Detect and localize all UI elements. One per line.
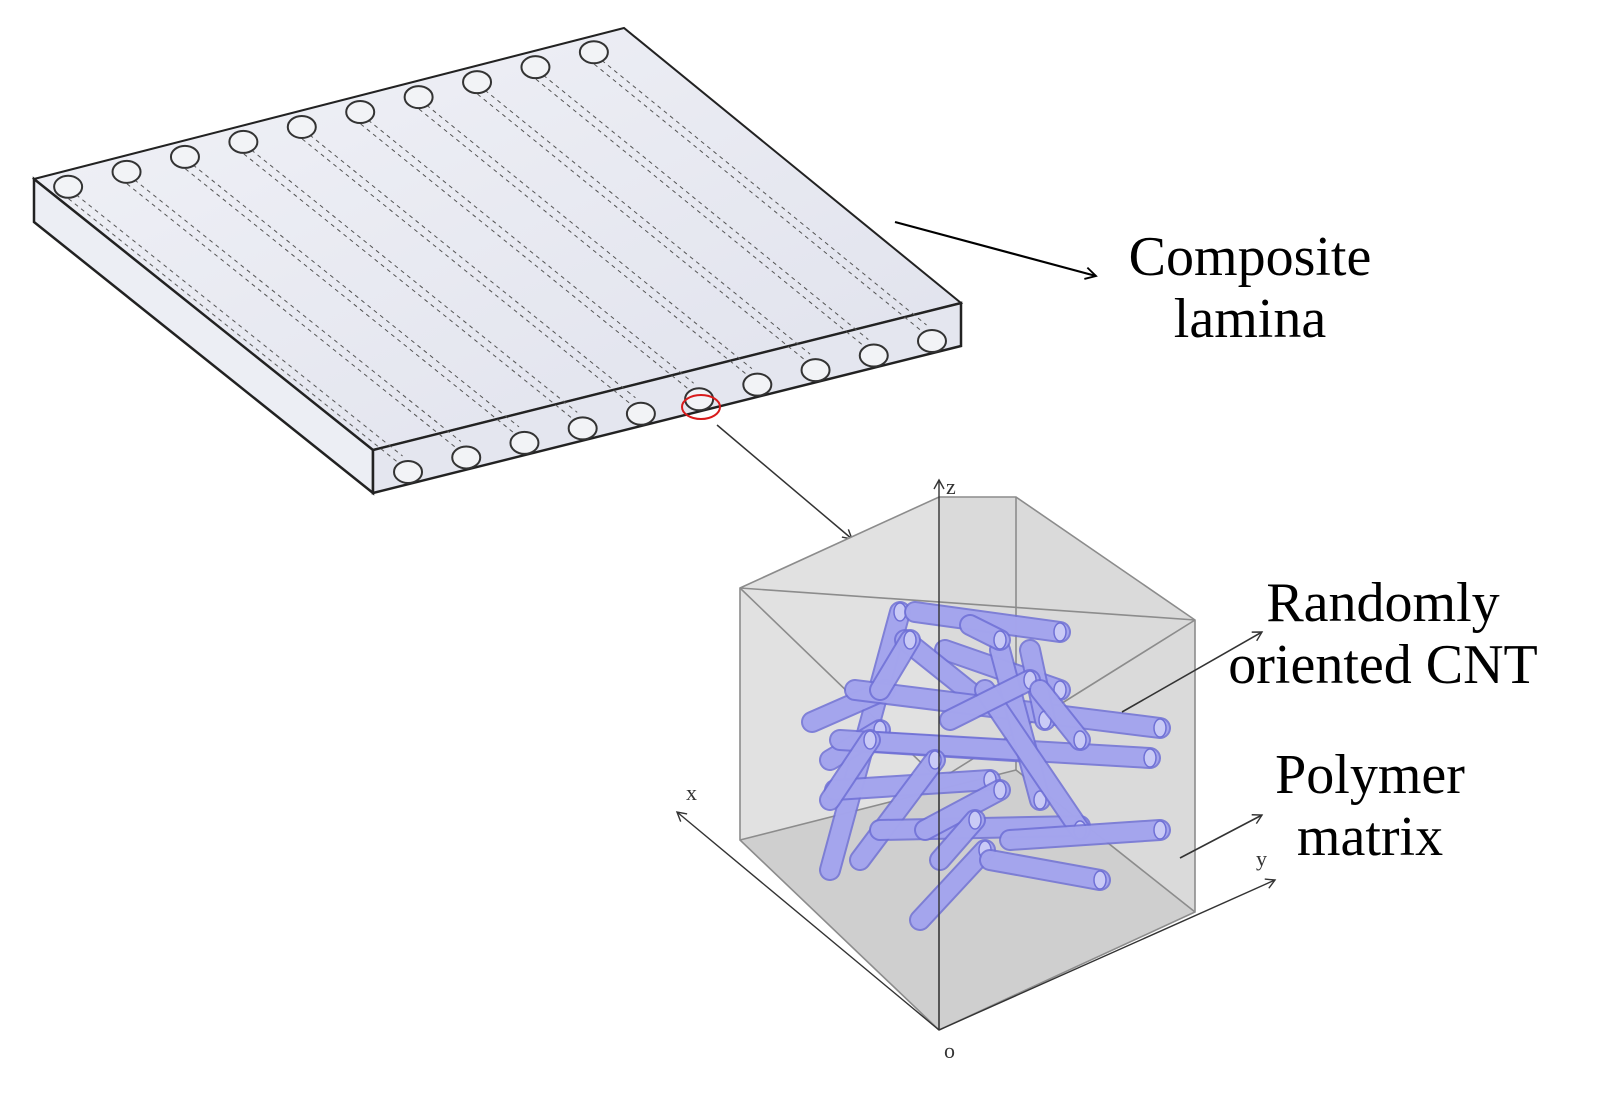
cnt-tube — [1031, 681, 1089, 749]
fiber-end-circle — [393, 459, 424, 484]
lamina-fibers — [53, 40, 947, 484]
cnt-tube — [916, 781, 1009, 839]
fiber-dashed-line — [472, 79, 811, 355]
fiber-end-circle — [625, 401, 656, 426]
cnt-tube — [896, 631, 989, 709]
fiber-dashed-line — [238, 139, 578, 413]
y-axis — [938, 878, 1277, 1031]
fiber-dashed-line — [126, 183, 467, 456]
fiber-end-circle — [578, 40, 609, 65]
fiber-end-circle — [345, 100, 376, 125]
fiber-end-circle — [520, 55, 551, 80]
polymer-matrix-label: Polymer matrix — [1240, 744, 1500, 868]
fiber-end-circle — [916, 329, 947, 354]
fiber-end-circle — [567, 416, 598, 441]
cnt-tube — [931, 811, 984, 869]
composite-lamina-line1: Composite — [1128, 226, 1372, 288]
cnt-end-cap — [903, 630, 917, 650]
cnt-tube — [911, 841, 994, 929]
cnt-end-cap — [1093, 870, 1107, 890]
fiber-dashed-line — [185, 168, 525, 442]
composite-lamina-plate — [31, 26, 964, 496]
polymer-matrix-line2: matrix — [1296, 806, 1444, 868]
cnt-tube — [976, 681, 1089, 839]
zoom-arrow — [716, 424, 854, 540]
cnt-end-cap — [863, 730, 877, 750]
polymer-matrix-line1: Polymer — [1275, 744, 1465, 806]
highlight-circle — [681, 394, 721, 420]
fiber-dashed-line — [63, 184, 403, 457]
fiber-end-circle — [800, 358, 831, 383]
cnt-tube — [871, 631, 919, 699]
rve-cube — [739, 496, 1196, 1031]
fiber-end-circle — [228, 129, 259, 154]
composite-lamina-arrow — [894, 220, 1098, 280]
fiber-dashed-line — [68, 198, 408, 471]
randomly-oriented-cnt-line2: oriented CNT — [1228, 634, 1538, 696]
cnt-end-cap — [1073, 730, 1087, 750]
fiber-dashed-line — [418, 108, 758, 384]
cnt-tube — [981, 851, 1109, 889]
cnt-end-cap — [1053, 622, 1067, 642]
x-axis — [675, 811, 940, 1031]
fiber-end-circle — [403, 85, 434, 110]
fiber-dashed-line — [530, 64, 869, 340]
cnt-tube — [851, 751, 944, 869]
cnt-end-cap — [1153, 718, 1167, 738]
fiber-dashed-line — [297, 124, 636, 399]
fiber-end-circle — [509, 430, 540, 455]
fiber-dashed-line — [243, 153, 583, 427]
fiber-end-circle — [684, 387, 715, 412]
fiber-dashed-line — [355, 109, 694, 384]
cnt-end-cap — [968, 810, 982, 830]
cnt-end-cap — [993, 780, 1007, 800]
cnt-end-cap — [993, 630, 1007, 650]
fiber-dashed-line — [180, 154, 520, 428]
fiber-end-circle — [286, 114, 317, 139]
fiber-end-circle — [451, 445, 482, 470]
cnt-pointer-arrow — [1121, 631, 1264, 713]
fiber-dashed-line — [360, 123, 699, 398]
randomly-oriented-cnt-label: Randomly oriented CNT — [1218, 572, 1548, 696]
lamina-top-face — [31, 26, 964, 452]
cnt-tube — [821, 731, 879, 809]
composite-lamina-label: Composite lamina — [1110, 226, 1390, 350]
y-axis-label: y — [1256, 846, 1267, 871]
cnt-end-cap — [1033, 790, 1047, 810]
matrix-pointer-arrow — [1179, 814, 1264, 859]
fiber-dashed-line — [535, 78, 874, 354]
fiber-dashed-line — [477, 93, 816, 369]
randomly-oriented-cnt-line1: Randomly — [1266, 572, 1500, 634]
cnt-end-cap — [1153, 820, 1167, 840]
fiber-end-circle — [111, 159, 142, 184]
fiber-dashed-line — [121, 169, 462, 442]
origin-label: o — [944, 1038, 955, 1063]
fiber-dashed-line — [594, 63, 932, 340]
z-axis-label: z — [946, 474, 956, 499]
fiber-dashed-line — [301, 138, 641, 413]
x-axis-label: x — [686, 780, 697, 805]
cnt-end-cap — [1143, 748, 1157, 768]
fiber-dashed-line — [589, 49, 927, 326]
fiber-end-circle — [462, 70, 493, 95]
coordinate-axes — [675, 478, 1277, 1031]
carbon-nanotubes — [801, 601, 1171, 931]
fiber-dashed-line — [413, 94, 753, 370]
cnt-tube — [1001, 821, 1169, 849]
cnt-tube — [941, 671, 1039, 729]
composite-lamina-line2: lamina — [1173, 288, 1327, 350]
cnt-end-cap — [928, 750, 942, 770]
fiber-end-circle — [169, 144, 200, 169]
fiber-end-circle — [53, 174, 84, 199]
fiber-end-circle — [858, 343, 889, 368]
fiber-end-circle — [742, 372, 773, 397]
